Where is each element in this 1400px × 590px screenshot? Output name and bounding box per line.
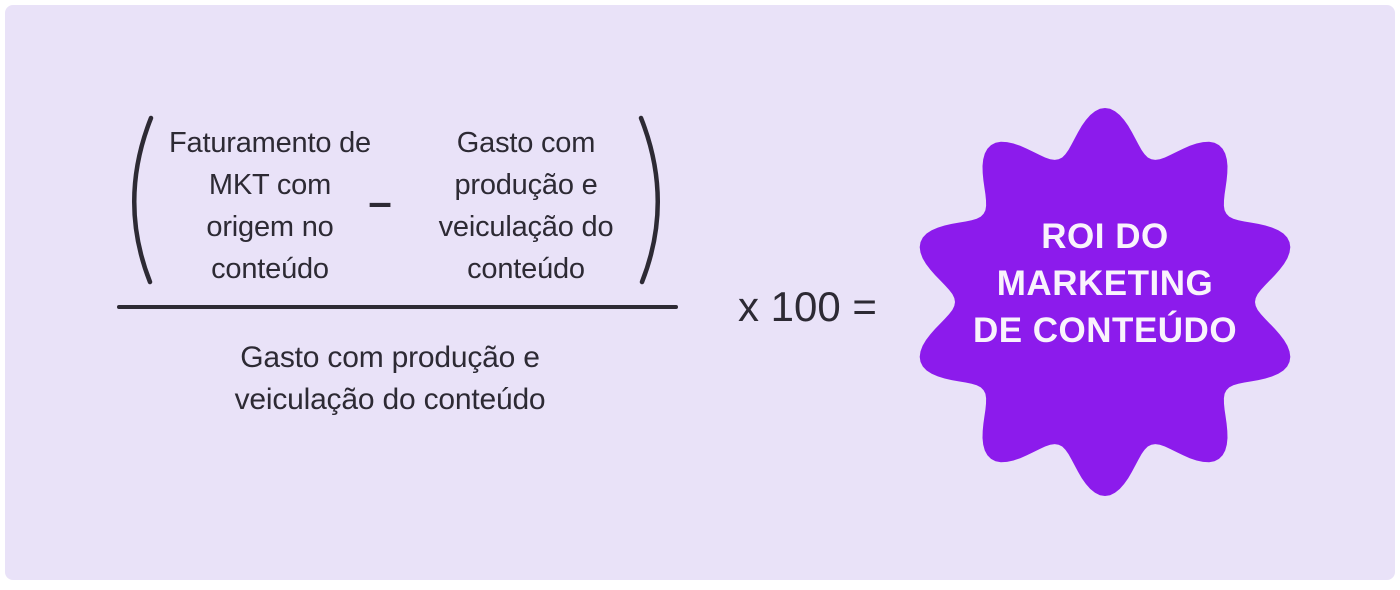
denominator-cost-term: Gasto com produção e veiculação do conte… <box>165 337 615 421</box>
badge-result-line: DE CONTEÚDO <box>972 311 1238 350</box>
numerator-cost-line: produção e <box>454 169 598 201</box>
fraction-bar <box>117 305 678 309</box>
badge-starburst <box>919 108 1291 496</box>
badge-result-line: MARKETING <box>996 264 1214 303</box>
numerator-cost-line: conteúdo <box>467 253 585 285</box>
multiplier-equals-text: x 100 = <box>738 283 877 330</box>
numerator-revenue-line: conteúdo <box>211 253 329 285</box>
numerator-cost-line: veiculação do <box>438 211 614 243</box>
numerator-cost-line: Gasto com <box>456 127 596 159</box>
denominator-line: Gasto com produção e <box>240 341 540 374</box>
infographic-canvas: Faturamento de MKT com origem no conteúd… <box>5 5 1395 580</box>
minus-operator: – <box>368 178 392 225</box>
badge-result-label: ROI DO MARKETING DE CONTEÚDO <box>935 213 1275 354</box>
numerator-revenue-line: Faturamento de <box>169 127 371 159</box>
starburst-shape-icon <box>919 108 1291 496</box>
numerator-revenue-line: origem no <box>206 211 334 243</box>
numerator-revenue-term: Faturamento de MKT com origem no conteúd… <box>145 122 395 290</box>
numerator-cost-term: Gasto com produção e veiculação do conte… <box>405 122 647 290</box>
badge-result-line: ROI DO <box>1041 217 1169 256</box>
numerator-revenue-line: MKT com <box>208 169 332 201</box>
denominator-line: veiculação do conteúdo <box>234 383 546 416</box>
